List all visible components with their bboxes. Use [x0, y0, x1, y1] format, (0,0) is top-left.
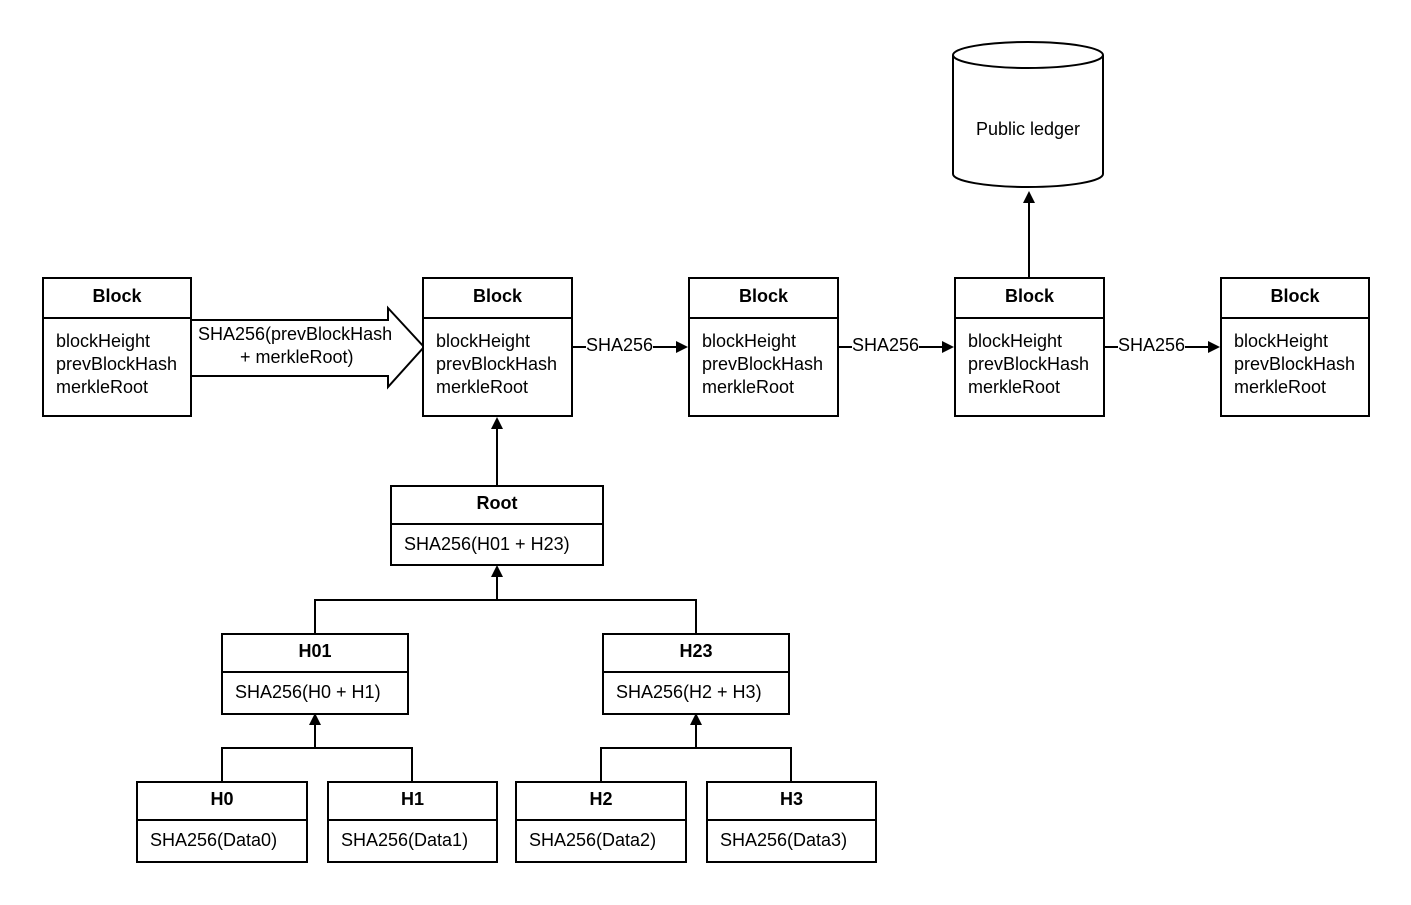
block-fields: blockHeight prevBlockHash merkleRoot: [956, 319, 1103, 399]
block-fields: blockHeight prevBlockHash merkleRoot: [424, 319, 571, 399]
block-field-merkleroot: merkleRoot: [436, 377, 529, 397]
node-value: SHA256(H2 + H3): [616, 682, 762, 702]
block-title: Block: [44, 279, 190, 319]
block-field-prevhash: prevBlockHash: [1234, 354, 1356, 374]
edge-label-block3-block4: SHA256: [852, 335, 920, 355]
block-field-height: blockHeight: [968, 331, 1063, 351]
block-field-merkleroot: merkleRoot: [56, 377, 149, 397]
merkle-h01-node: H01 SHA256(H0 + H1): [221, 633, 409, 715]
node-title: H01: [223, 635, 407, 673]
block-field-prevhash: prevBlockHash: [56, 354, 178, 374]
block-field-prevhash: prevBlockHash: [968, 354, 1090, 374]
merkle-h1-node: H1 SHA256(Data1): [327, 781, 498, 863]
block-title: Block: [424, 279, 571, 319]
node-value: SHA256(Data2): [529, 830, 657, 850]
block-title: Block: [956, 279, 1103, 319]
block-fields: blockHeight prevBlockHash merkleRoot: [44, 319, 190, 399]
edge-h2-h3-to-h23: [600, 747, 792, 781]
node-title: H23: [604, 635, 788, 673]
node-title: Root: [392, 487, 602, 525]
block-field-height: blockHeight: [436, 331, 531, 351]
block-3: Block blockHeight prevBlockHash merkleRo…: [688, 277, 839, 417]
big-arrow-label-line1: SHA256(prevBlockHash: [198, 324, 393, 344]
block-5: Block blockHeight prevBlockHash merkleRo…: [1220, 277, 1370, 417]
merkle-h23-node: H23 SHA256(H2 + H3): [602, 633, 790, 715]
merkle-root-node: Root SHA256(H01 + H23): [390, 485, 604, 566]
big-arrow-label-line2: + merkleRoot): [240, 347, 354, 367]
node-title: H3: [708, 783, 875, 821]
block-field-prevhash: prevBlockHash: [436, 354, 558, 374]
block-title: Block: [1222, 279, 1368, 319]
block-fields: blockHeight prevBlockHash merkleRoot: [690, 319, 837, 399]
merkle-h3-node: H3 SHA256(Data3): [706, 781, 877, 863]
node-value: SHA256(Data3): [720, 830, 848, 850]
block-2: Block blockHeight prevBlockHash merkleRo…: [422, 277, 573, 417]
merkle-h0-node: H0 SHA256(Data0): [136, 781, 308, 863]
edge-h0-h1-to-h01: [221, 747, 413, 781]
node-title: H0: [138, 783, 306, 821]
block-title: Block: [690, 279, 837, 319]
merkle-h2-node: H2 SHA256(Data2): [515, 781, 687, 863]
block-field-merkleroot: merkleRoot: [968, 377, 1061, 397]
block-field-height: blockHeight: [56, 331, 151, 351]
block-field-height: blockHeight: [702, 331, 797, 351]
node-value: SHA256(H01 + H23): [404, 534, 570, 554]
block-1: Block blockHeight prevBlockHash merkleRo…: [42, 277, 192, 417]
block-field-height: blockHeight: [1234, 331, 1329, 351]
edge-label-block4-block5: SHA256: [1118, 335, 1186, 355]
block-fields: blockHeight prevBlockHash merkleRoot: [1222, 319, 1368, 399]
edge-label-block2-block3: SHA256: [586, 335, 654, 355]
node-value: SHA256(Data0): [150, 830, 278, 850]
block-4: Block blockHeight prevBlockHash merkleRo…: [954, 277, 1105, 417]
edge-h01-h23-to-root: [314, 599, 697, 633]
node-value: SHA256(Data1): [341, 830, 469, 850]
public-ledger-cylinder: [952, 41, 1104, 188]
block-field-merkleroot: merkleRoot: [702, 377, 795, 397]
block-field-prevhash: prevBlockHash: [702, 354, 824, 374]
node-value: SHA256(H0 + H1): [235, 682, 381, 702]
public-ledger-label: Public ledger: [975, 119, 1081, 139]
node-title: H1: [329, 783, 496, 821]
node-title: H2: [517, 783, 685, 821]
block-field-merkleroot: merkleRoot: [1234, 377, 1327, 397]
